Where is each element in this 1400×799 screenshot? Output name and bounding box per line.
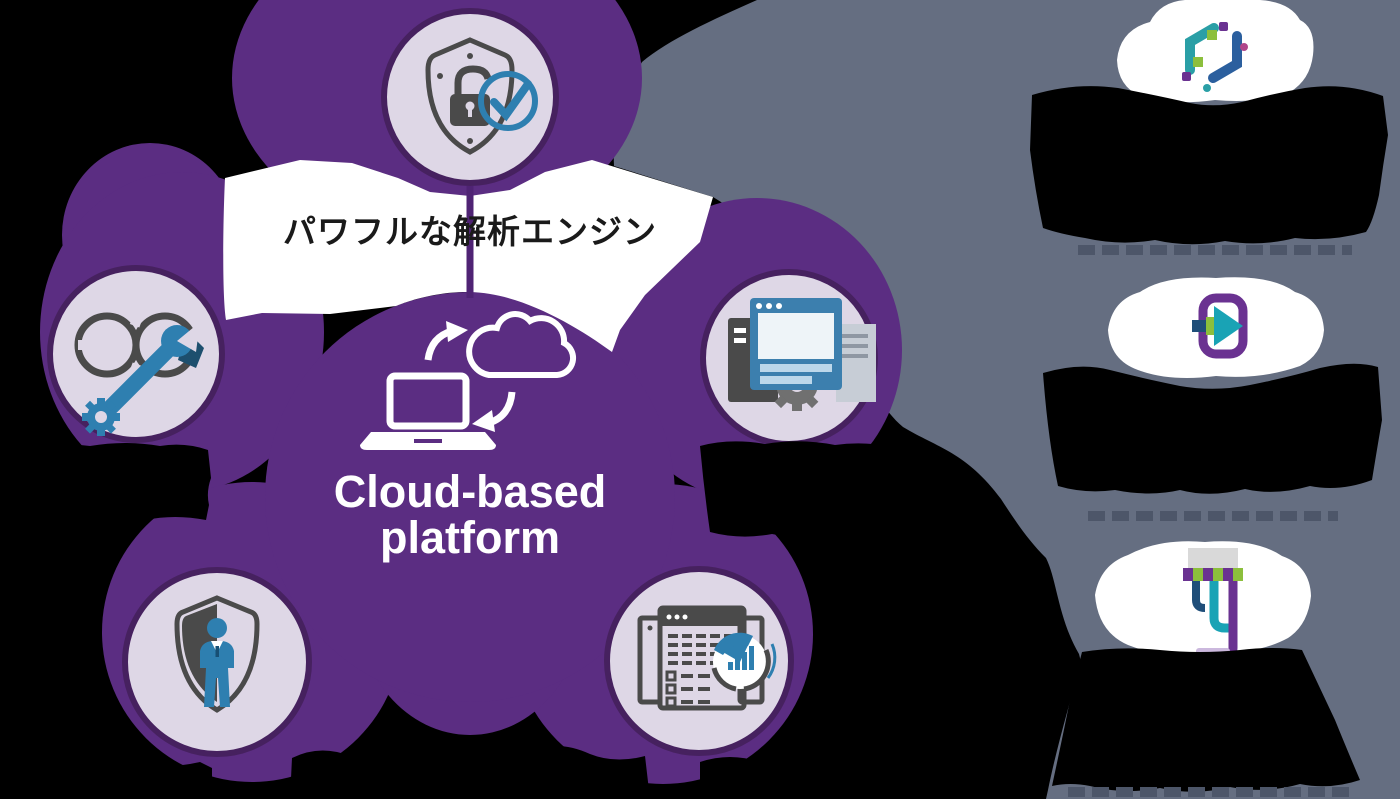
headline-text: パワフルな解析エンジン [283, 213, 657, 250]
center-title-line1: Cloud-based [334, 466, 607, 517]
logo-cloud-1 [1117, 0, 1314, 103]
devops-badge [47, 265, 225, 443]
wrench-gear-hole [95, 411, 107, 423]
laptop-base-notch [414, 439, 442, 443]
laptop-cloud-sync-icon [360, 311, 576, 450]
check-icon [490, 80, 532, 122]
shield-person-badge [122, 567, 312, 757]
laptop-screen [386, 372, 470, 430]
pie-chart-icon [711, 632, 777, 692]
person-shield-icon [174, 595, 260, 713]
label-silhouette-bottom-right [700, 757, 848, 799]
sync-up-arrowhead [446, 321, 468, 342]
product-logo-1 [1182, 22, 1248, 92]
lock-shackle [454, 65, 492, 96]
center-title-line2: platform [380, 512, 560, 563]
tie [215, 646, 219, 657]
text-silhouette-2 [1043, 363, 1382, 494]
label-silhouette-left [24, 443, 211, 523]
bar-chart-icon [728, 646, 754, 670]
label-silhouettes [24, 441, 908, 799]
cloud-icon [466, 311, 576, 378]
product-logo-2 [1192, 293, 1248, 359]
wrench-jaw-gap [177, 322, 200, 352]
security-check-badge [381, 8, 559, 186]
sync-down-arrowhead [472, 410, 495, 432]
report-chart-badge [604, 566, 794, 756]
label-silhouette-bottom-center [290, 745, 650, 799]
right-panel-items [1030, 0, 1388, 797]
person-icon [200, 618, 234, 707]
logo-cloud-3 [1095, 541, 1311, 654]
browser-gear-badge [700, 269, 878, 447]
shield-icon [425, 37, 515, 155]
checkbox-list [665, 670, 714, 708]
label-silhouette-right [700, 441, 908, 539]
check-circle [478, 71, 538, 131]
label-silhouette-bottom-left [58, 759, 212, 799]
wrench-handle [96, 340, 178, 422]
center-disc [265, 292, 675, 702]
text-silhouette-1 [1030, 86, 1388, 245]
browser-content [758, 313, 834, 359]
text-silhouette-3 [1052, 648, 1360, 792]
